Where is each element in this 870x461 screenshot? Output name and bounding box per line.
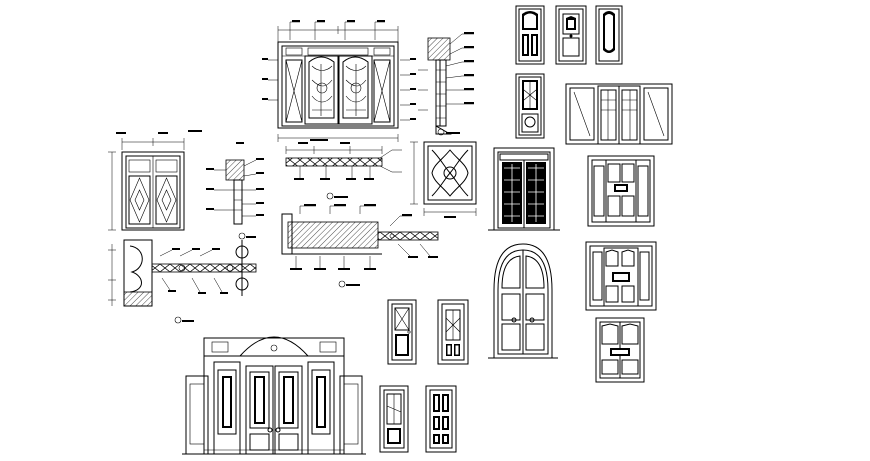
grille-double-door <box>488 147 560 231</box>
left-door-elevation <box>108 130 202 231</box>
grand-entrance-elevation <box>182 336 366 455</box>
decorative-panel <box>410 141 477 218</box>
left-frame-section <box>206 142 264 240</box>
panel-door-right-1 <box>587 155 655 227</box>
ornate-double-door-elevation <box>262 20 416 142</box>
single-door-a <box>387 299 417 365</box>
single-door-b <box>437 299 469 365</box>
top-door-4 <box>515 73 545 139</box>
arched-double-door <box>488 243 558 359</box>
panel-door-right-3 <box>595 317 645 383</box>
threshold-section <box>281 204 439 288</box>
top-door-2 <box>555 5 587 65</box>
panel-door-right-2 <box>585 241 657 311</box>
top-door-3 <box>595 5 623 65</box>
frame-section-detail <box>418 32 474 136</box>
single-door-c <box>379 385 409 453</box>
door-plan-section <box>108 239 257 324</box>
top-door-1 <box>515 5 545 65</box>
horizontal-section-top <box>285 142 402 200</box>
glazed-door-sidelights <box>565 83 673 145</box>
single-door-d <box>425 385 457 453</box>
